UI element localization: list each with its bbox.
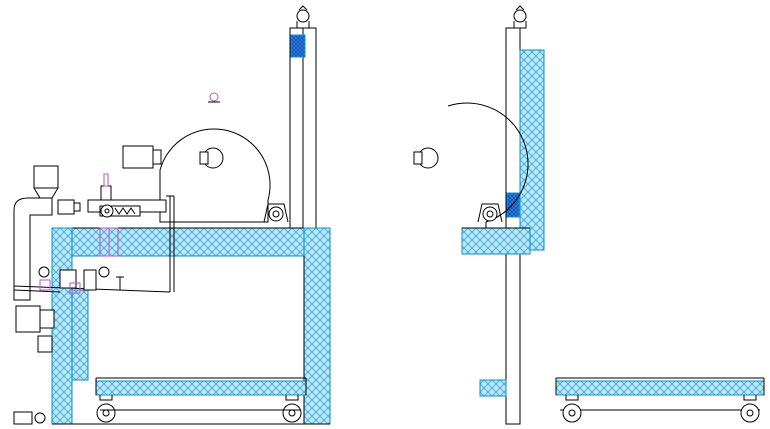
side-insulated-panel bbox=[519, 49, 545, 251]
side-piping bbox=[13, 165, 171, 301]
caster-left-icon bbox=[96, 395, 116, 423]
side-lifting-eye-icon bbox=[513, 5, 527, 29]
lifting-column bbox=[289, 5, 317, 229]
floor-section-fragment bbox=[479, 379, 507, 397]
motor-box bbox=[122, 145, 154, 169]
side-bottom-tray bbox=[555, 377, 765, 411]
right-insulated-wall bbox=[303, 227, 331, 425]
drum-housing bbox=[122, 92, 289, 223]
caster-right-icon bbox=[282, 395, 302, 423]
top-ring-icon bbox=[209, 92, 219, 102]
top-insulated-slab bbox=[51, 227, 331, 257]
side-slab-section bbox=[461, 227, 531, 255]
gear-icon bbox=[100, 204, 114, 218]
gearbox-unit bbox=[87, 173, 175, 292]
side-section-view bbox=[413, 5, 765, 425]
front-elevation-view bbox=[13, 5, 331, 425]
side-roller-icon bbox=[482, 206, 498, 222]
bottom-tray bbox=[95, 377, 307, 396]
side-motor bbox=[15, 305, 55, 353]
side-caster-right-icon bbox=[740, 395, 760, 423]
column-sensor-block bbox=[290, 34, 306, 58]
lifting-eye-icon bbox=[296, 5, 310, 29]
side-caster-left-icon bbox=[562, 395, 582, 423]
side-drum-profile bbox=[447, 102, 529, 230]
bottom-motor bbox=[13, 411, 46, 425]
left-insulated-wall bbox=[51, 227, 73, 425]
roller-icon bbox=[268, 206, 284, 222]
gauge-icon bbox=[38, 266, 50, 278]
gauge-icon-2 bbox=[98, 266, 110, 278]
